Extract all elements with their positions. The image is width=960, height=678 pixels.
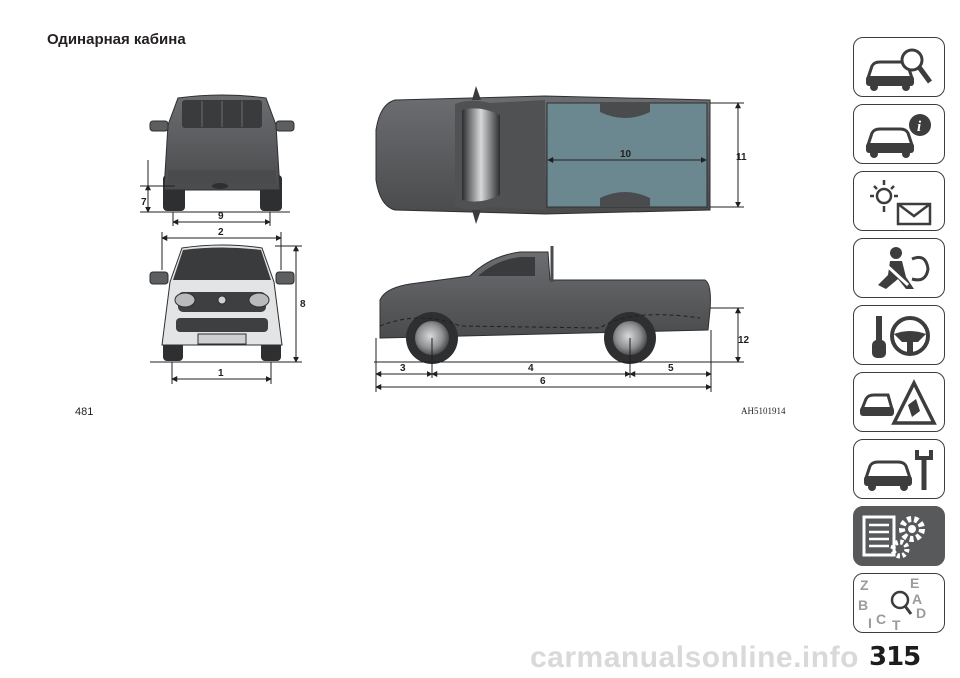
dim-label-8: 8 [300,299,306,310]
breakdown-warning-triangle-icon [859,379,937,425]
index-letter-z: Z [860,577,869,593]
car-search-icon [865,48,933,91]
dim-label-7: 7 [141,197,147,208]
warning-lights-message-icon [870,180,932,226]
dim-label-3: 3 [400,363,406,374]
tab-technical-specs[interactable] [853,506,945,566]
rear-view [140,94,295,241]
page-number: 315 [869,642,921,672]
tab-car-search[interactable] [853,37,945,97]
tab-warning-lights[interactable] [853,171,945,231]
steering-wheel-key-icon [872,316,930,358]
dim-label-6: 6 [540,376,546,387]
index-letter-i: I [868,615,872,631]
vehicle-dimensions-illustration: 7 9 2 8 1 10 11 12 3 4 5 6 [140,86,750,392]
tab-car-service[interactable] [853,439,945,499]
dim-label-2: 2 [218,227,224,238]
front-view [149,232,302,384]
dim-label-9: 9 [218,211,224,222]
index-letter-t: T [892,617,901,633]
index-letter-b: B [858,597,868,613]
car-info-icon: i [865,114,931,158]
index-letter-a: A [912,591,922,607]
tab-steering-key[interactable] [853,305,945,365]
dim-label-1: 1 [218,368,224,379]
figure-number: 481 [75,406,94,418]
tab-alphabetical-index[interactable]: Z E B A I C T D [853,573,945,633]
index-letter-c: C [876,611,886,627]
top-view [375,86,744,224]
dim-label-12: 12 [738,335,750,346]
tab-car-info[interactable]: i [853,104,945,164]
index-letter-e: E [910,575,919,591]
figure-code: AH5101914 [741,406,786,416]
side-view [374,246,744,392]
tab-seatbelt-airbag[interactable] [853,238,945,298]
tab-breakdown[interactable] [853,372,945,432]
seatbelt-airbag-icon [878,247,930,289]
watermark: carmanualsonline.info [530,641,859,674]
page-title: Одинарная кабина [47,31,186,48]
svg-text:i: i [917,119,922,135]
car-service-wrench-icon [863,450,933,491]
index-letter-d: D [916,605,926,621]
dim-label-11: 11 [736,152,747,163]
dim-label-5: 5 [668,363,674,374]
technical-specs-gears-icon [862,515,925,559]
dim-label-10: 10 [620,149,632,160]
dim-label-4: 4 [528,363,534,374]
alphabetical-index-icon: Z E B A I C T D [858,575,926,633]
